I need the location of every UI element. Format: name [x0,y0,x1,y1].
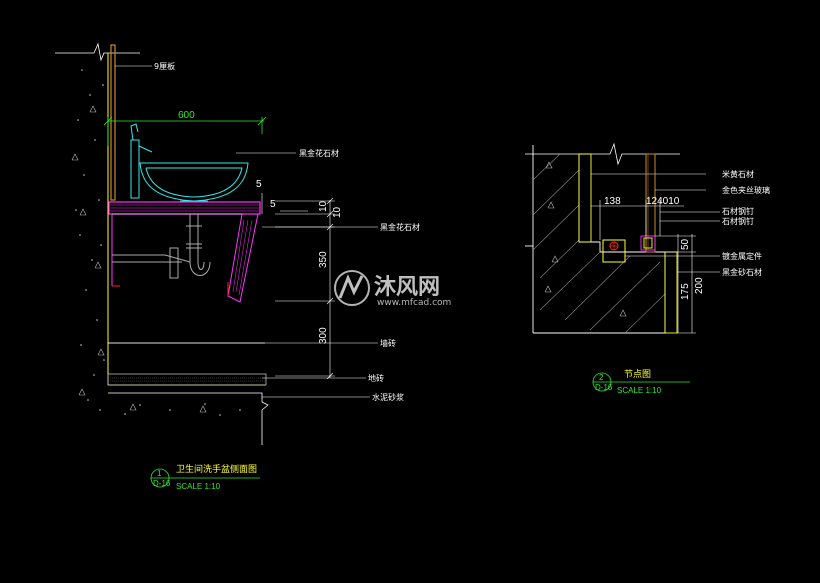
break-line-top [55,42,140,62]
title2-scale: SCALE 1:10 [617,386,662,395]
drain-pipe [112,214,211,279]
watermark-url: www.mfcad.com [377,298,451,308]
countertop [108,201,261,215]
wall-hatch [75,69,241,416]
label-cement-mortar: 水泥砂浆 [372,392,404,402]
mirror-board [110,44,116,201]
label-mirror-board: 9厘板 [154,61,175,71]
title-block-2: 2 D-16 节点图 SCALE 1:10 [592,369,690,395]
vertical-dimensions [261,193,335,380]
cabinet-front [111,213,259,303]
label-black-gold-sand: 黑金砂石材 [722,267,762,277]
dim-10b: 10 [332,206,343,218]
basin-bowl [139,162,249,202]
label-granite-side: 黑金花石材 [380,222,420,232]
label-granite-top: 黑金花石材 [299,148,339,158]
title-block-1: 1 D-16 卫生间洗手盆侧面图 SCALE 1:10 [150,463,260,491]
steel-fixing [602,235,656,263]
label-beige-stone: 米黄石材 [722,169,754,179]
watermark: 沐风网 www.mfcad.com [334,270,451,308]
dimension-600 [103,116,267,146]
watermark-brand: 沐风网 [374,275,440,300]
beige-stone-layer [578,153,592,243]
title1-number: 1 [157,469,162,478]
dim-175: 175 [680,283,691,300]
label-wall-tile: 墙砖 [380,338,396,348]
dim-200: 200 [694,277,705,294]
faucet [130,123,153,199]
dim-10a: 10 [318,200,329,212]
title2-number: 2 [599,373,604,382]
dim-600: 600 [178,110,195,121]
black-gold-sand-stone [664,251,678,334]
dim-350: 350 [318,251,329,268]
title1-sheet: D-16 [153,479,171,488]
left-section-view: 600 5 5 10 10 350 300 [55,42,420,491]
dim-5: 5 [256,179,262,190]
title2-name: 节点图 [624,369,651,380]
dim-138: 138 [604,196,621,207]
title2-sheet: D-16 [595,383,613,392]
mf-logo-icon [334,270,370,306]
label-gold-wire-glass: 金色夹丝玻璃 [722,185,770,195]
dim-124010: 124010 [646,196,680,207]
title1-scale: SCALE 1:10 [176,482,221,491]
label-floor-tile: 地砖 [368,373,384,383]
floor-tile-layer [107,373,267,386]
break-line-right [525,142,680,166]
label-stone-nail-a: 石材钢钉 [722,206,754,216]
label-stone-nail-b: 石材钢钉 [722,216,754,226]
right-detail-view: 138 124010 50 175 200 米黄石材 金色夹丝玻璃 石材钢钉 石… [525,142,770,395]
label-steel-embedded: 镀金属定件 [722,251,762,261]
title1-name: 卫生间洗手盆侧面图 [176,463,257,475]
dim-5b: 5 [270,199,276,210]
dim-300: 300 [318,327,329,344]
dim-50: 50 [680,238,691,250]
